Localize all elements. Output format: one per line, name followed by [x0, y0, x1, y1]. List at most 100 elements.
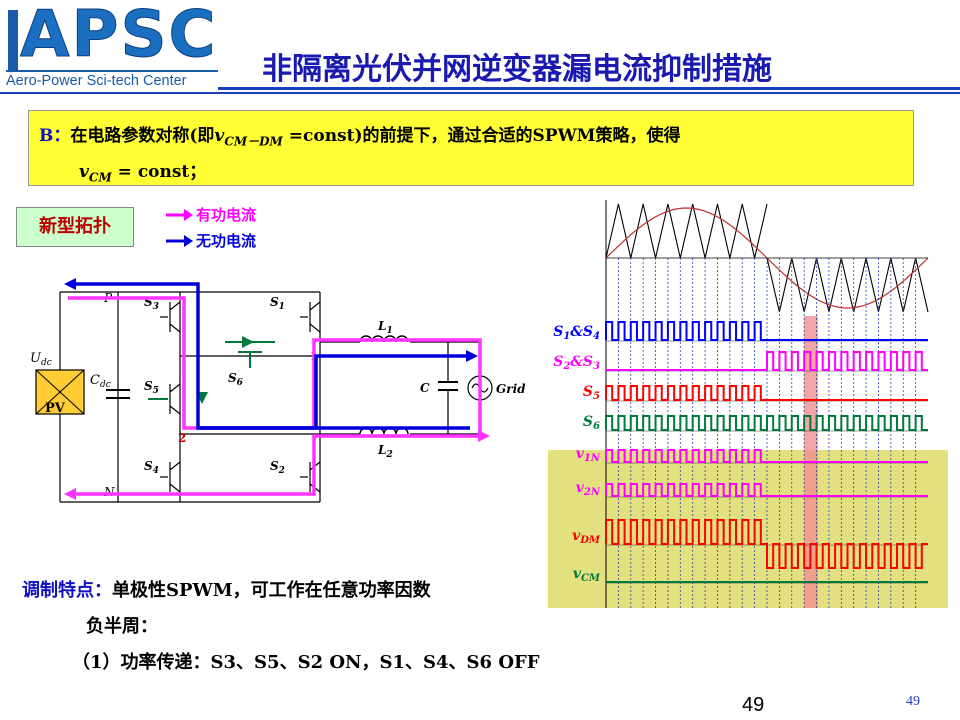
- signal-sub: DM: [579, 535, 601, 546]
- s4-sub: 4: [153, 466, 159, 476]
- signal-sub-2: 4: [593, 331, 600, 342]
- note-line-1: B：在电路参数对称(即vCM－DM =const)的前提下，通过合适的SPWM策…: [39, 121, 681, 149]
- l2-label: L2: [377, 443, 393, 460]
- active-current-path: [68, 296, 482, 496]
- note-sub-1: CM－DM: [224, 134, 283, 149]
- s4-label: S4: [144, 459, 159, 476]
- note-line-2: vCM = const；: [79, 157, 206, 184]
- active-arrow-right-icon: [478, 430, 490, 442]
- cdc-symbol: C: [90, 373, 100, 388]
- signal-label: S2&S3: [553, 354, 600, 372]
- udc-label: Udc: [30, 351, 52, 368]
- l1-sub: 1: [386, 326, 392, 336]
- signal-label: vDM: [572, 528, 601, 546]
- s3-label: S3: [144, 295, 159, 312]
- dc-capacitor: [106, 389, 130, 399]
- signal-trace: [605, 415, 928, 431]
- signal-label: S1&S4: [553, 324, 600, 342]
- signal-label: S5: [583, 384, 600, 402]
- signal-sub: CM: [581, 573, 601, 584]
- switch-s6: [225, 341, 275, 368]
- note-var-2: v: [79, 162, 89, 182]
- signal-trace: [605, 519, 928, 569]
- note-sub-2: CM: [88, 170, 112, 185]
- carrier-positive: [605, 203, 768, 259]
- s1-symbol: S: [270, 295, 279, 309]
- signal-trace: [605, 321, 928, 341]
- l2-symbol: L: [377, 443, 386, 457]
- cdc-label: Cdc: [90, 373, 111, 390]
- signal-name: v: [576, 446, 585, 462]
- signal-trace: [605, 483, 928, 497]
- diode-s6: [242, 336, 254, 348]
- s5-label: S5: [144, 379, 159, 396]
- signal-sub: 5: [593, 391, 600, 402]
- grid-label: Grid: [496, 382, 526, 396]
- switch-s1: [300, 301, 321, 333]
- reactive-arrow-right-icon: [466, 350, 478, 362]
- reactive-arrow-icon: [64, 278, 76, 290]
- arrow-right-icon: [166, 209, 193, 221]
- s1-sub: 1: [279, 302, 285, 312]
- note-var-1: v: [214, 126, 225, 146]
- active-arrow-icon: [64, 488, 76, 500]
- signal-sub: 2: [562, 361, 570, 372]
- signal-label: v2N: [576, 480, 601, 498]
- power-transfer: （1）功率传递：S3、S5、S2 ON，S1、S4、S6 OFF: [72, 652, 540, 673]
- s6-label: S6: [228, 371, 244, 388]
- switch-s2: [300, 461, 321, 493]
- pv-source: [35, 369, 85, 415]
- page-number: 49: [742, 694, 765, 716]
- s3-symbol: S: [144, 295, 153, 309]
- note-prefix: B：: [39, 126, 71, 146]
- modulation-feature: 调制特点：单极性SPWM，可工作在任意功率因数: [22, 576, 431, 602]
- s3-sub: 3: [153, 302, 159, 312]
- signal-name: S: [583, 414, 593, 430]
- signal-trace: [605, 449, 928, 463]
- pv-label: PV: [45, 401, 66, 416]
- n-label: N: [103, 485, 115, 499]
- l1-symbol: L: [377, 319, 386, 333]
- cdc-sub: dc: [100, 380, 111, 390]
- signal-name: S: [553, 354, 563, 370]
- signal-name-2: &S: [570, 354, 593, 370]
- s1-label: S1: [270, 295, 285, 312]
- strategy-note: B：在电路参数对称(即vCM－DM =const)的前提下，通过合适的SPWM策…: [28, 110, 914, 186]
- signal-name-2: &S: [570, 324, 593, 340]
- switch-s5: [148, 383, 181, 415]
- legend-active-label: 有功电流: [196, 206, 257, 224]
- signal-sub: 1N: [584, 453, 601, 464]
- signal-label: S6: [583, 414, 600, 432]
- feature-text: 单极性SPWM，可工作在任意功率因数: [112, 580, 431, 601]
- signal-trace: [606, 351, 928, 371]
- filter-capacitor: [438, 381, 458, 391]
- legend-active: 有功电流: [164, 204, 314, 226]
- signal-name: S: [553, 324, 563, 340]
- s2-sub: 2: [278, 466, 285, 476]
- l2-sub: 2: [385, 450, 392, 460]
- l1-label: L1: [377, 319, 393, 336]
- page-number-small: 49: [906, 694, 920, 709]
- s2-label: S2: [270, 459, 285, 476]
- signal-name: S: [583, 384, 593, 400]
- note-text-a: 在电路参数对称(即: [70, 126, 215, 146]
- arrow-right-icon: [166, 235, 193, 247]
- legend-reactive: 无功电流: [164, 230, 314, 252]
- signal-sub: 1: [563, 331, 570, 342]
- note-text-c: = const；: [111, 162, 207, 182]
- signal-sub: 6: [593, 421, 600, 432]
- title-rule: [218, 87, 960, 90]
- udc-sub: dc: [41, 358, 52, 368]
- current-legend: 有功电流 无功电流: [164, 204, 314, 254]
- s4-symbol: S: [144, 459, 153, 473]
- carrier-negative: [766, 257, 929, 313]
- udc-symbol: U: [30, 351, 42, 366]
- switch-s4: [160, 461, 181, 493]
- trace-group: [605, 321, 928, 584]
- signal-sub-2: 3: [593, 361, 600, 372]
- signal-label: v1N: [576, 446, 601, 464]
- switch-s3: [160, 301, 181, 333]
- logo-bar: [8, 10, 18, 70]
